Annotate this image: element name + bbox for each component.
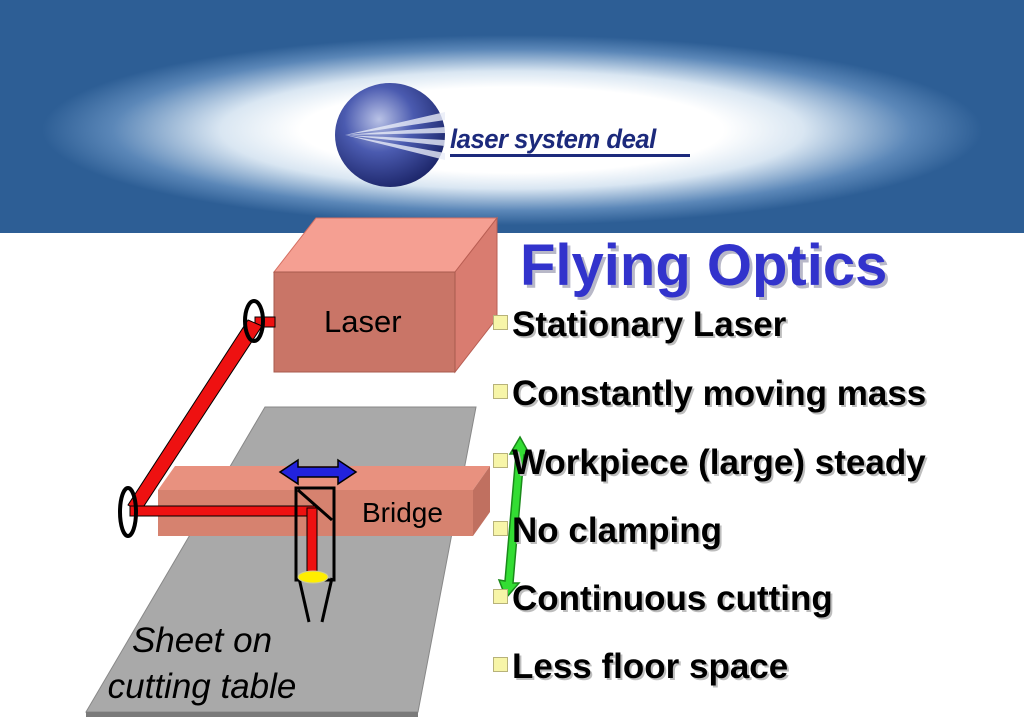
laser-box-front — [273, 271, 456, 373]
bullet-item: Continuous cutting — [493, 579, 833, 619]
laser-label: Laser — [324, 304, 402, 339]
logo-underline — [450, 154, 690, 157]
logo-wordmark: laser system deal — [450, 124, 656, 154]
bullet-marker-icon — [493, 589, 508, 604]
bullet-item: Constantly moving mass — [493, 374, 926, 414]
slide-title: Flying Optics — [520, 233, 888, 298]
mirror-lower-icon — [118, 486, 138, 538]
sheet-label-line1: Sheet on — [131, 621, 273, 660]
bullet-item: No clamping — [493, 511, 722, 551]
focal-spot — [297, 570, 329, 584]
bridge-side — [473, 466, 490, 536]
bullet-item: Workpiece (large) steady — [493, 443, 926, 483]
logo-sphere-icon — [335, 83, 445, 187]
bullet-marker-icon — [493, 453, 508, 468]
bullet-marker-icon — [493, 384, 508, 399]
header-banner: laser system deal — [0, 0, 1024, 233]
bullet-item: Stationary Laser — [493, 305, 786, 345]
bullet-item: Less floor space — [493, 647, 788, 687]
sheet-label: Sheet on cutting table — [74, 618, 330, 710]
bridge-motion-arrow-icon — [278, 458, 358, 486]
bridge-label: Bridge — [362, 497, 443, 528]
cutting-table-edge — [86, 712, 418, 717]
bridge-top — [158, 466, 490, 490]
sheet-label-line2: cutting table — [107, 667, 297, 706]
bullet-marker-icon — [493, 315, 508, 330]
mirror-upper-icon — [243, 299, 265, 343]
bullet-marker-icon — [493, 657, 508, 672]
bullet-marker-icon — [493, 521, 508, 536]
